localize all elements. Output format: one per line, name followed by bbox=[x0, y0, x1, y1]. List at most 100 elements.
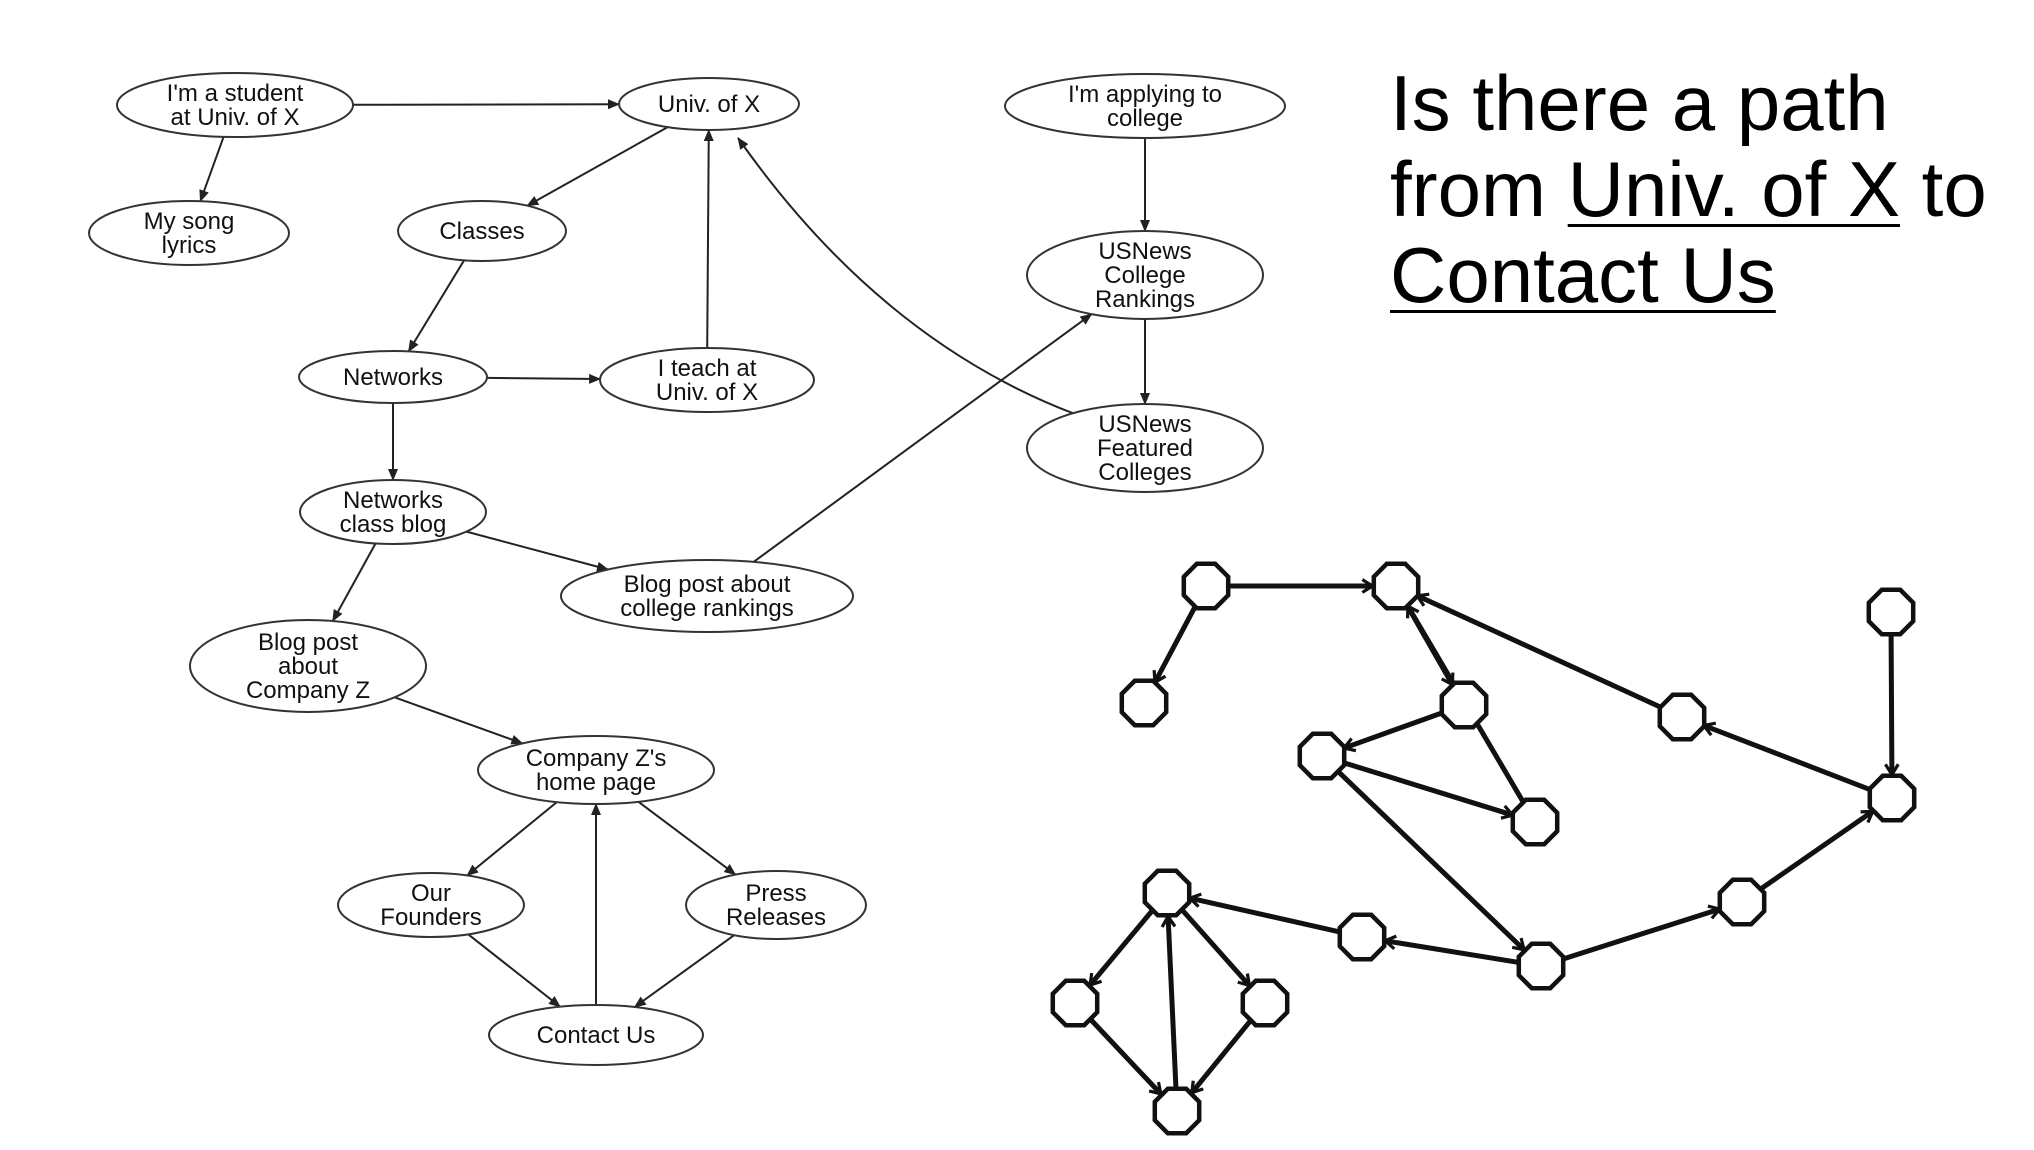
edge-networks-to-teach bbox=[486, 373, 602, 384]
abstract-edge-featured-to-univ bbox=[1414, 592, 1662, 710]
node-founders-ellipse bbox=[337, 872, 525, 938]
node-contact: Contact Us bbox=[488, 1004, 704, 1066]
edge-student-to-univ bbox=[352, 99, 620, 110]
node-classes-label: Classes bbox=[439, 218, 524, 245]
edge-classes-to-networks bbox=[407, 259, 465, 353]
node-networks: Networks bbox=[298, 350, 488, 404]
edge-univ-to-classes bbox=[526, 126, 669, 207]
edge-companyz-to-press bbox=[637, 800, 737, 876]
edge-blog-to-blogpost bbox=[466, 530, 609, 572]
abstract-node-univ bbox=[1371, 561, 1421, 611]
node-companyz-ellipse bbox=[477, 735, 715, 805]
node-companyz-label: Company Z's bbox=[526, 745, 667, 772]
node-featured-label: Colleges bbox=[1098, 459, 1191, 486]
question-from-word: from bbox=[1390, 145, 1568, 233]
abstract-node-lyrics bbox=[1119, 678, 1169, 728]
node-classes-ellipse bbox=[397, 200, 567, 262]
node-blogz-ellipse bbox=[189, 619, 427, 713]
node-contact-ellipse bbox=[488, 1004, 704, 1066]
abstract-edge-press-to-contact bbox=[1189, 1020, 1252, 1096]
question-line-2: from Univ. of X to bbox=[1390, 146, 2010, 232]
question-to-word: to bbox=[1900, 145, 1987, 233]
node-teach-label: I teach at bbox=[658, 355, 757, 382]
node-networks-label: Networks bbox=[343, 364, 443, 391]
node-univ-ellipse bbox=[618, 77, 800, 131]
web-graph-edges bbox=[199, 99, 1150, 1008]
abstract-edge-applying-to-rankings bbox=[1884, 635, 1900, 778]
edge-founders-to-contact bbox=[467, 933, 561, 1008]
node-lyrics-ellipse bbox=[88, 200, 290, 266]
node-classes: Classes bbox=[397, 200, 567, 262]
node-press-label: Press bbox=[745, 880, 806, 907]
abstract-node-featured bbox=[1657, 692, 1707, 742]
abstract-edge-blog-to-blogpost bbox=[1563, 904, 1723, 962]
node-rankings-label: USNews bbox=[1098, 238, 1191, 265]
node-blogpost-ellipse bbox=[560, 559, 854, 633]
abstract-node-rankings bbox=[1867, 773, 1917, 823]
question-line-1: Is there a path bbox=[1390, 59, 1889, 147]
abstract-node-networks bbox=[1297, 731, 1347, 781]
node-networks-ellipse bbox=[298, 350, 488, 404]
abstract-node-contact bbox=[1152, 1086, 1202, 1136]
node-student-label: at Univ. of X bbox=[171, 104, 300, 131]
node-featured-ellipse bbox=[1026, 403, 1264, 493]
abstract-graph-edges bbox=[1088, 578, 1900, 1097]
edge-blogz-to-companyz bbox=[394, 696, 524, 745]
node-lyrics-label: lyrics bbox=[162, 232, 217, 259]
node-applying-label: I'm applying to bbox=[1068, 81, 1222, 108]
node-rankings-label: College bbox=[1104, 262, 1185, 289]
node-founders-label: Founders bbox=[380, 904, 481, 931]
edge-teach-to-univ bbox=[703, 129, 714, 349]
node-founders-label: Our bbox=[411, 880, 451, 907]
node-blog-ellipse bbox=[299, 479, 487, 545]
abstract-edge-companyz-to-founders bbox=[1088, 909, 1154, 988]
edge-press-to-contact bbox=[633, 934, 735, 1008]
node-lyrics-label: My song bbox=[144, 208, 235, 235]
abstract-edge-networks-to-teach bbox=[1344, 760, 1516, 820]
node-teach-ellipse bbox=[599, 347, 815, 413]
abstract-edge-rankings-to-featured bbox=[1701, 721, 1871, 792]
abstract-graph-nodes bbox=[1050, 561, 1917, 1136]
node-student-label: I'm a student bbox=[167, 80, 304, 107]
abstract-node-blogpost bbox=[1717, 877, 1767, 927]
node-blog-label: class blog bbox=[340, 511, 447, 538]
abstract-node-teach bbox=[1510, 797, 1560, 847]
abstract-edge-founders-to-contact bbox=[1089, 1018, 1163, 1097]
edge-companyz-to-founders bbox=[466, 801, 558, 877]
abstract-node-founders bbox=[1050, 978, 1100, 1028]
abstract-node-applying bbox=[1866, 587, 1916, 637]
node-applying-label: college bbox=[1107, 105, 1183, 132]
source-node-name: Univ. of X bbox=[1567, 145, 1901, 233]
node-press-label: Releases bbox=[726, 904, 826, 931]
node-teach-label: Univ. of X bbox=[656, 379, 758, 406]
abstract-node-classes bbox=[1439, 680, 1489, 730]
node-contact-label: Contact Us bbox=[537, 1022, 656, 1049]
question-line-3: Contact Us bbox=[1390, 232, 2010, 318]
abstract-edge-blog-to-blogz bbox=[1382, 934, 1518, 965]
node-rankings-ellipse bbox=[1026, 230, 1264, 320]
abstract-edge-blogz-to-companyz bbox=[1186, 892, 1340, 935]
abstract-edge-contact-to-companyz bbox=[1160, 913, 1179, 1088]
abstract-edge-companyz-to-press bbox=[1181, 909, 1252, 988]
node-companyz-label: home page bbox=[536, 769, 656, 796]
abstract-node-student bbox=[1181, 561, 1231, 611]
node-blogz-label: Company Z bbox=[246, 677, 370, 704]
node-press-ellipse bbox=[685, 870, 867, 940]
node-blogpost-label: Blog post about bbox=[624, 571, 791, 598]
abstract-node-press bbox=[1240, 978, 1290, 1028]
edge-student-to-lyrics bbox=[199, 136, 225, 203]
node-featured-label: Featured bbox=[1097, 435, 1193, 462]
node-univ: Univ. of X bbox=[618, 77, 800, 131]
node-featured-label: USNews bbox=[1098, 411, 1191, 438]
node-blogz-label: about bbox=[278, 653, 338, 680]
abstract-edge-blogpost-to-rankings bbox=[1760, 809, 1876, 891]
